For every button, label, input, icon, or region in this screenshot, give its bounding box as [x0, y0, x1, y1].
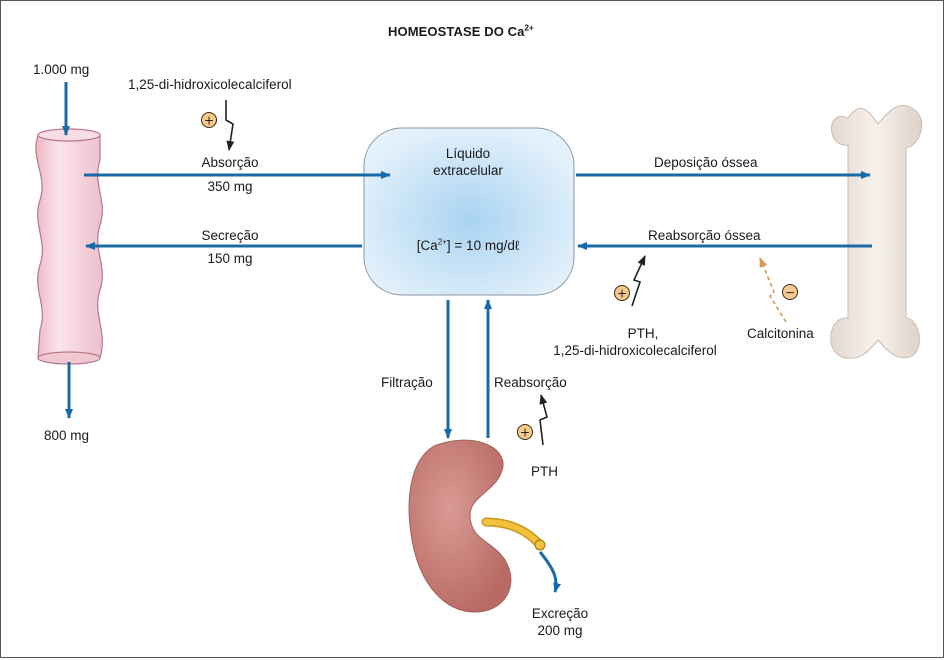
ecf-calcium-concentration: [Ca2+] = 10 mg/dℓ: [416, 237, 520, 253]
excretion-value: 200 mg: [537, 623, 583, 638]
filtration-label: Filtração: [381, 375, 433, 390]
svg-text:+: +: [617, 287, 627, 301]
svg-text:+: +: [520, 426, 530, 440]
secretion-value: 150 mg: [207, 251, 253, 266]
vitd-label-top: 1,25-di-hidroxicolecalciferol: [128, 77, 292, 92]
intestine: [35, 128, 103, 365]
absorption-label: Absorção: [201, 155, 259, 170]
absorption-value: 350 mg: [207, 179, 253, 194]
bone: [830, 104, 923, 359]
feces-label: 800 mg: [44, 428, 90, 443]
minus-icon: −: [782, 284, 798, 300]
pth-label: PTH: [531, 464, 558, 479]
svg-text:−: −: [785, 286, 795, 300]
excretion-label: Excreção: [531, 606, 589, 621]
secretion-label: Secreção: [201, 228, 259, 243]
plus-icon: +: [201, 112, 217, 128]
bone-resorption-label: Reabsorção óssea: [648, 228, 761, 243]
excretion-arrow: [538, 551, 562, 593]
calcitonin-arrow: [759, 257, 787, 323]
pth-vitd-line2: 1,25-di-hidroxicolecalciferol: [553, 343, 717, 358]
ecf-label-line2: extracelular: [433, 163, 503, 178]
calcitonin-label: Calcitonina: [747, 326, 814, 341]
reabsorption-label: Reabsorção: [494, 375, 567, 390]
extracellular-fluid-box: [363, 127, 575, 296]
svg-text:+: +: [204, 114, 214, 128]
plus-icon: +: [614, 285, 630, 301]
pth-bone-arrow: [631, 255, 646, 307]
ecf-label-line1: Líquido: [445, 146, 491, 161]
intake-label: 1.000 mg: [33, 62, 90, 77]
kidney: [408, 439, 546, 613]
plus-icon: +: [517, 424, 533, 440]
diagram-title: HOMEOSTASE DO Ca2+: [388, 23, 534, 39]
vitd-intestine-arrow: [225, 100, 235, 151]
pth-kidney-arrow: [539, 394, 548, 446]
pth-vitd-line1: PTH,: [627, 326, 659, 341]
bone-deposition-label: Deposição óssea: [654, 155, 758, 170]
